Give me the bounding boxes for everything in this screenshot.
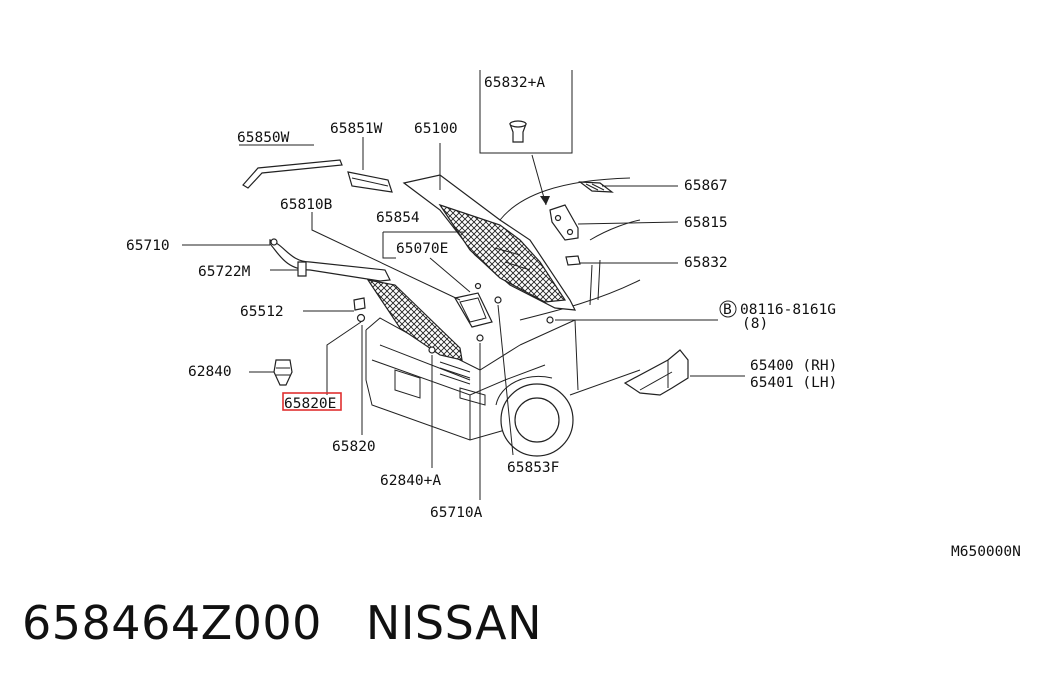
label-65820e: 65820E [284,396,336,412]
label-65810b: 65810B [280,197,333,213]
label-65851w: 65851W [330,121,383,137]
brand-name: NISSAN [365,596,543,650]
label-62840: 62840 [188,364,232,380]
exploded-hood-diagram: 65832+A 65850W 65851W 65100 65867 65810B… [126,70,1021,560]
label-65850w: 65850W [237,130,290,146]
hood-stay-65400 [623,349,689,396]
clip-65512 [353,297,366,311]
bolts [356,282,554,354]
bolt-marker-letter: B [723,302,732,318]
label-62840a: 62840+A [380,473,441,489]
hinge-65815 [549,204,579,241]
label-65710a: 65710A [430,505,483,521]
hood-rod-65710 [269,238,391,282]
hood-lock-65854 [454,292,493,328]
leader-lines [182,137,745,500]
label-65853f: 65853F [507,460,559,476]
label-65100: 65100 [414,121,458,137]
label-65070e: 65070E [396,241,448,257]
front-panel-65820 [366,279,463,361]
label-08116-8161g: 08116-8161G [740,302,836,318]
hood-seal-65850w [242,159,343,189]
hood-seal-65851w [347,171,393,193]
clip-65722m [297,261,307,277]
label-65710: 65710 [126,238,170,254]
highlight-box [282,392,342,411]
hood-65100 [402,174,577,311]
label-65815: 65815 [684,215,728,231]
label-qty-8: (8) [742,316,768,332]
label-65832a: 65832+A [484,75,545,91]
bumper-65832 [565,255,581,266]
label-65400-rh: 65400 (RH) [750,358,837,374]
label-65867: 65867 [684,178,728,194]
hood-strip-65867 [578,181,614,193]
hood-insulator-hatched [438,203,567,303]
part-caption: 658464Z000 NISSAN [22,596,542,650]
bolt-marker: B [719,300,737,318]
label-65854: 65854 [376,210,420,226]
label-65820: 65820 [332,439,376,455]
part-labels: 65832+A 65850W 65851W 65100 65867 65810B… [126,75,1021,560]
diagram-code: M650000N [951,544,1021,560]
label-65512: 65512 [240,304,284,320]
part-number: 658464Z000 [22,596,322,650]
vehicle-body [365,177,641,457]
inset-box-65832a [479,70,573,206]
label-65832: 65832 [684,255,728,271]
label-65401-lh: 65401 (LH) [750,375,837,391]
grommet-62840 [273,359,293,386]
label-65722m: 65722M [198,264,251,280]
